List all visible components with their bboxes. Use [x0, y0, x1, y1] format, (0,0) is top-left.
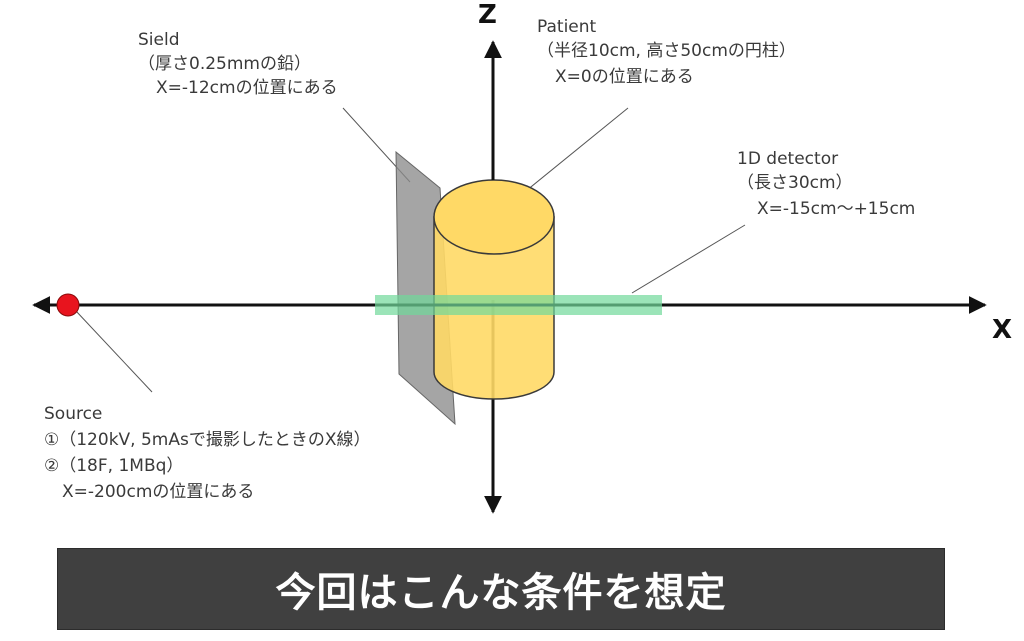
x-axis-label: X: [992, 315, 1013, 345]
detector-bar: [375, 295, 662, 315]
detector-leader-line: [631, 224, 746, 294]
summary-banner: 今回はこんな条件を想定: [57, 548, 945, 630]
source-f18-spec: ②（18F, 1MBq）: [44, 456, 184, 476]
patient-spec: （半径10cm, 高さ50cmの円柱）: [537, 41, 796, 61]
detector-position: X=-15cm〜+15cm: [757, 199, 916, 219]
source-xray-spec: ①（120kV, 5mAsで撮影したときのX線）: [44, 430, 371, 450]
source-leader-line: [75, 310, 153, 393]
patient-position: X=0の位置にある: [555, 67, 694, 87]
detector-spec: （長さ30cm）: [737, 173, 853, 193]
patient-title: Patient: [537, 17, 597, 37]
shield-position: X=-12cmの位置にある: [156, 78, 338, 98]
source-point: [56, 293, 80, 317]
shield-spec: （厚さ0.25mmの鉛）: [138, 54, 311, 74]
detector-title: 1D detector: [737, 149, 839, 169]
z-axis-label: Z: [478, 0, 497, 30]
patient-cylinder: [433, 179, 555, 400]
banner-text: 今回はこんな条件を想定: [275, 570, 727, 616]
shield-title: Sield: [138, 30, 180, 50]
source-title: Source: [44, 404, 103, 424]
source-position: X=-200cmの位置にある: [62, 482, 255, 502]
